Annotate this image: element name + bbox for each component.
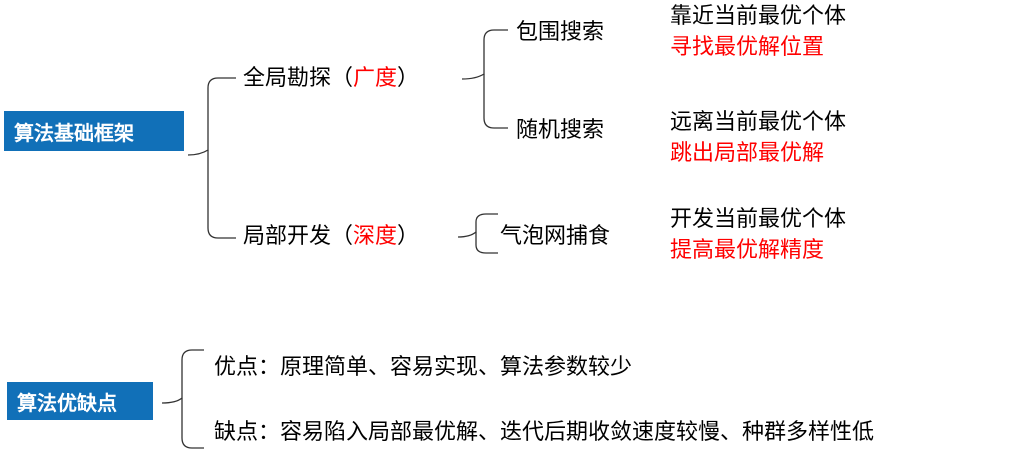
random-effect: 跳出局部最优解: [670, 141, 825, 166]
pros-cons-label-box: 算法优缺点: [7, 382, 153, 420]
random-desc: 远离当前最优个体: [670, 110, 847, 135]
node-encircle-search: 包围搜索: [516, 20, 605, 45]
node-bubble-net: 气泡网捕食: [500, 224, 611, 249]
encircle-desc: 靠近当前最优个体: [670, 4, 847, 29]
framework-label: 算法基础框架: [14, 120, 134, 145]
branch-global-exploration: 全局勘探（广度）: [243, 66, 420, 91]
branch-local-exploitation: 局部开发（深度）: [243, 224, 420, 249]
encircle-effect: 寻找最优解位置: [670, 35, 825, 60]
pros-text: 优点：原理简单、容易实现、算法参数较少: [214, 355, 633, 380]
bubble-effect: 提高最优解精度: [670, 238, 825, 263]
framework-label-box: 算法基础框架: [4, 111, 184, 151]
cons-text: 缺点：容易陷入局部最优解、迭代后期收敛速度较慢、种群多样性低: [214, 420, 875, 445]
depth-highlight: 深度: [353, 224, 398, 249]
bubble-desc: 开发当前最优个体: [670, 207, 847, 232]
node-random-search: 随机搜索: [516, 118, 605, 143]
breadth-highlight: 广度: [353, 66, 398, 91]
pros-cons-label: 算法优缺点: [17, 390, 117, 415]
